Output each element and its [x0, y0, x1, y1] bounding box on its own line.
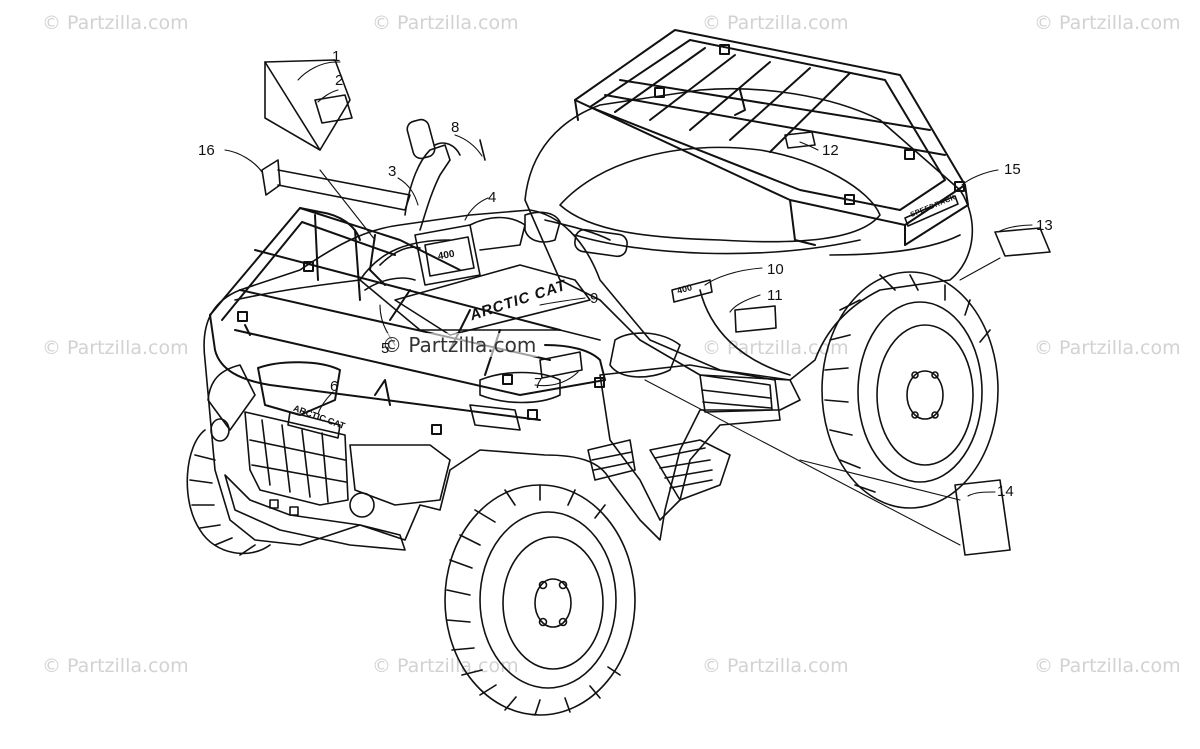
callout-16: 16 — [198, 142, 215, 159]
callout-14: 14 — [997, 483, 1014, 500]
headlight-right — [349, 444, 451, 506]
front-bumper — [224, 474, 406, 551]
decal-16 — [261, 159, 281, 196]
headlight-left — [207, 364, 256, 431]
callout-6: 6 — [330, 378, 339, 395]
callout-3: 3 — [388, 163, 397, 180]
callout-2: 2 — [335, 72, 344, 89]
rack-decal — [904, 195, 959, 227]
handlebars — [404, 118, 628, 258]
decal-2 — [314, 94, 353, 124]
callout-12: 12 — [822, 142, 839, 159]
watermark: © Partzilla.com — [702, 337, 849, 359]
callout-8: 8 — [451, 119, 460, 136]
grille-badge — [287, 411, 341, 439]
watermark: © Partzilla.com — [42, 12, 189, 34]
watermark: © Partzilla.com — [702, 12, 849, 34]
callout-13: 13 — [1036, 217, 1053, 234]
decal-13 — [994, 227, 1051, 257]
watermark: © Partzilla.com — [42, 655, 189, 677]
callout-7: 7 — [534, 375, 543, 392]
grille — [244, 411, 349, 506]
watermark: © Partzilla.com — [702, 655, 849, 677]
front-rack — [209, 207, 606, 435]
leader-lines — [224, 61, 1033, 546]
callout-10: 10 — [767, 261, 784, 278]
callout-1: 1 — [332, 48, 341, 65]
seat — [559, 146, 881, 243]
decal-14 — [954, 479, 1011, 556]
watermark: © Partzilla.com — [372, 655, 519, 677]
callout-15: 15 — [1004, 161, 1021, 178]
center-watermark: © Partzilla.com — [380, 333, 539, 357]
rack-decal-7 — [539, 351, 583, 379]
fender-decal-11 — [734, 305, 777, 333]
front-left-wheel — [186, 429, 271, 556]
front-fender-body — [203, 209, 801, 546]
front-right-wheel — [444, 484, 636, 716]
decal-1 — [264, 59, 351, 151]
rear-rack — [574, 29, 969, 246]
footboard — [649, 439, 731, 501]
watermark: © Partzilla.com — [42, 337, 189, 359]
callout-9: 9 — [590, 290, 599, 307]
footwell — [599, 364, 781, 521]
callout-4: 4 — [488, 189, 497, 206]
watermark: © Partzilla.com — [1034, 12, 1181, 34]
watermark: © Partzilla.com — [1034, 337, 1181, 359]
hood-decal-area — [394, 264, 591, 336]
instrument-console — [414, 224, 481, 286]
callout-11: 11 — [767, 287, 783, 304]
fender-decal-12 — [784, 131, 816, 149]
watermark: © Partzilla.com — [1034, 655, 1181, 677]
watermark: © Partzilla.com — [372, 12, 519, 34]
rear-wheel — [821, 271, 999, 509]
callout-5: 5 — [381, 340, 390, 357]
fender-model-decal — [671, 279, 713, 303]
